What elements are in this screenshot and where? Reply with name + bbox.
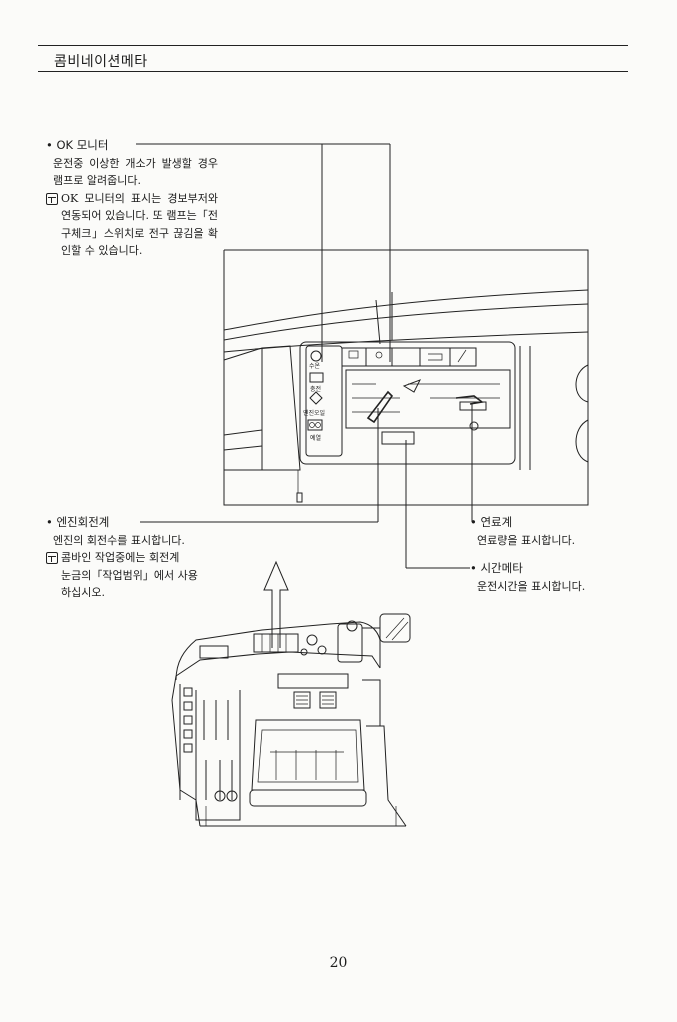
meter-detail-view: 충전 엔진오일 예열 수온 (223, 249, 589, 506)
leader-lines (136, 143, 473, 569)
callout-tachometer-note: 콤바인 작업중에는 회전계 눈금의「작업범위」에서 사용 하십시오. (46, 549, 236, 602)
page-number: 20 (329, 955, 348, 971)
callout-hour-meter-description: 운전시간을 표시합니다. (477, 579, 586, 593)
callout-ok-monitor-title: • OK 모니터 (46, 138, 109, 152)
callout-ok-monitor: • OK 모니터 운전중 이상한 개소가 발생할 경우 램프로 알려줍니다. O… (46, 137, 218, 260)
callout-fuel-gauge-title: • 연료계 (470, 515, 513, 529)
callout-hour-meter: • 시간메타 운전시간을 표시합니다. (470, 560, 620, 595)
note-icon (46, 552, 58, 564)
up-arrow-icon (263, 560, 289, 648)
callout-ok-monitor-note: OK 모니터의 표시는 경보부저와 연동되어 있습니다. 또 램프는「전구체크」… (46, 190, 218, 260)
cab-overview-drawing (171, 613, 411, 827)
panel-label-water-temp: 수온 (309, 363, 321, 370)
callout-hour-meter-title: • 시간메타 (470, 561, 523, 575)
callout-ok-monitor-description: 운전중 이상한 개소가 발생할 경우 램프로 알려줍니다. (53, 156, 218, 188)
panel-label-preheat: 예열 (310, 434, 321, 442)
note-icon (46, 192, 58, 205)
callout-tachometer: • 엔진회전계 엔진의 회전수를 표시합니다. 콤바인 작업중에는 회전계 눈금… (46, 514, 236, 602)
header-rule-top (38, 45, 628, 46)
page-header-title: 콤비네이션메타 (54, 54, 148, 70)
panel-label-charge: 충전 (310, 385, 321, 393)
header-rule-bottom (38, 71, 628, 72)
callout-tachometer-title: • 엔진회전계 (46, 515, 110, 529)
callout-fuel-gauge-description: 연료량을 표시합니다. (477, 533, 576, 547)
panel-label-engine-oil: 엔진오일 (303, 409, 325, 417)
callout-fuel-gauge: • 연료계 연료량을 표시합니다. (470, 514, 620, 549)
callout-tachometer-description: 엔진의 회전수를 표시합니다. (53, 533, 185, 547)
